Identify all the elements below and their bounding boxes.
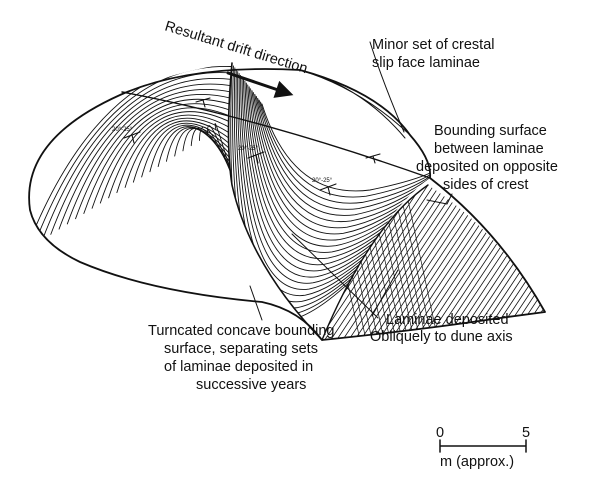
lamina-line: [259, 100, 440, 203]
scale-bar: 0 5 m (approx.): [436, 425, 530, 470]
laminae-set-b: [231, 64, 440, 320]
crestal-label-line-2: slip face laminae: [372, 55, 480, 71]
bounding-label-line-1: Bounding surface: [434, 123, 547, 139]
lamina-line: [570, 170, 590, 350]
crestal-slip-face: [300, 70, 410, 138]
lamina-line: [546, 170, 590, 350]
drift-direction-label: Resultant drift direction: [163, 19, 309, 78]
bounding-label-line-3: deposited on opposite: [416, 159, 558, 175]
scale-end: 5: [522, 425, 530, 441]
lamina-line: [516, 170, 590, 350]
truncated-label-line-3: of laminae deposited in: [164, 359, 313, 375]
lamina-line: [26, 60, 232, 250]
lamina-line: [528, 170, 590, 350]
lamina-line: [564, 170, 590, 350]
oblique-label-line-1: Laminae deposited: [386, 312, 509, 328]
dip-marker-right: 20°-25°: [312, 178, 336, 195]
lamina-line: [261, 102, 440, 197]
truncated-label-line-4: successive years: [196, 377, 306, 393]
truncated-label-line-2: surface, separating sets: [164, 341, 318, 357]
dip-label-right: 20°-25°: [312, 178, 333, 184]
dip-label-left: 20°-25°: [112, 127, 133, 133]
lamina-line: [504, 170, 590, 350]
lamina-line: [540, 170, 590, 350]
bounding-label-line-2: between laminae: [434, 141, 544, 157]
lamina-line: [243, 79, 440, 271]
bounding-label-line-4: sides of crest: [443, 177, 528, 193]
oblique-label-line-2: Obliquely to dune axis: [370, 329, 513, 345]
truncated-label-line-1: Turncated concave bounding: [148, 323, 334, 339]
lamina-line: [558, 170, 590, 350]
lamina-line: [34, 66, 232, 244]
scale-unit: m (approx.): [440, 454, 514, 470]
dip-label-middle: 20°-25°: [238, 146, 259, 152]
lamina-line: [534, 170, 590, 350]
lamina-line: [510, 170, 590, 350]
truncated-leader-line: [250, 286, 262, 320]
lamina-line: [241, 75, 440, 283]
lamina-line: [109, 112, 237, 198]
crestal-label-line-1: Minor set of crestal: [372, 37, 495, 53]
lamina-line: [252, 91, 440, 234]
lamina-line: [522, 170, 590, 350]
scale-start: 0: [436, 425, 444, 441]
lamina-line: [59, 84, 234, 229]
lamina-line: [552, 170, 590, 350]
